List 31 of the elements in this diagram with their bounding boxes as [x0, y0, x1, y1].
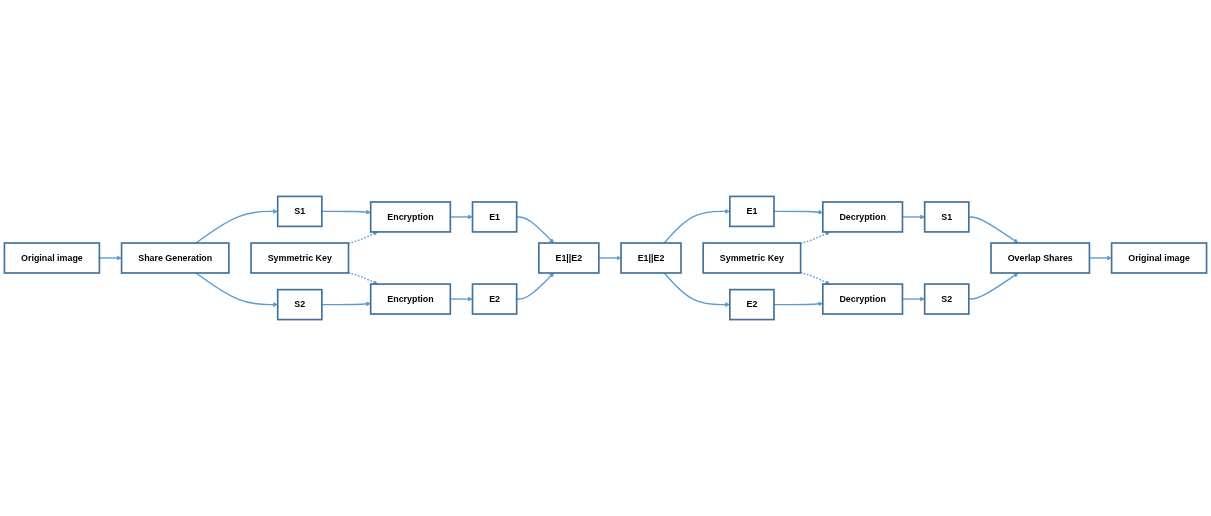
node-box: Symmetric Key: [250, 242, 350, 274]
node-box: E1||E2: [620, 242, 682, 274]
arrow: [195, 272, 278, 308]
node-box: S1: [276, 195, 323, 228]
arrow: [968, 272, 1019, 300]
arrow: [799, 271, 831, 285]
node-box: Share Generation: [120, 242, 230, 274]
arrow: [598, 255, 622, 261]
node-box: E1: [729, 195, 775, 228]
arrow: [321, 301, 371, 307]
node-box: Original image: [1110, 242, 1208, 274]
node-box: S2: [923, 283, 970, 315]
node-box: Symmetric Key: [702, 242, 802, 274]
node-box: S1: [923, 201, 970, 233]
node-box: Original image: [3, 242, 101, 274]
arrow: [799, 231, 831, 245]
node-box: Encryption: [369, 201, 452, 233]
arrow: [968, 216, 1019, 244]
arrow: [321, 209, 371, 215]
node-box: Decryption: [821, 201, 904, 233]
node-box: E2: [729, 288, 775, 321]
node-box: Encryption: [369, 283, 452, 315]
node-box: E1: [471, 201, 518, 233]
arrow: [347, 271, 378, 285]
node-box: Decryption: [821, 283, 904, 315]
arrow: [195, 208, 278, 244]
node-box: E2: [471, 283, 518, 315]
node-box: E1||E2: [538, 242, 600, 274]
node-box: S2: [276, 288, 323, 321]
node-box: Overlap Shares: [990, 242, 1091, 274]
arrow: [347, 231, 378, 245]
